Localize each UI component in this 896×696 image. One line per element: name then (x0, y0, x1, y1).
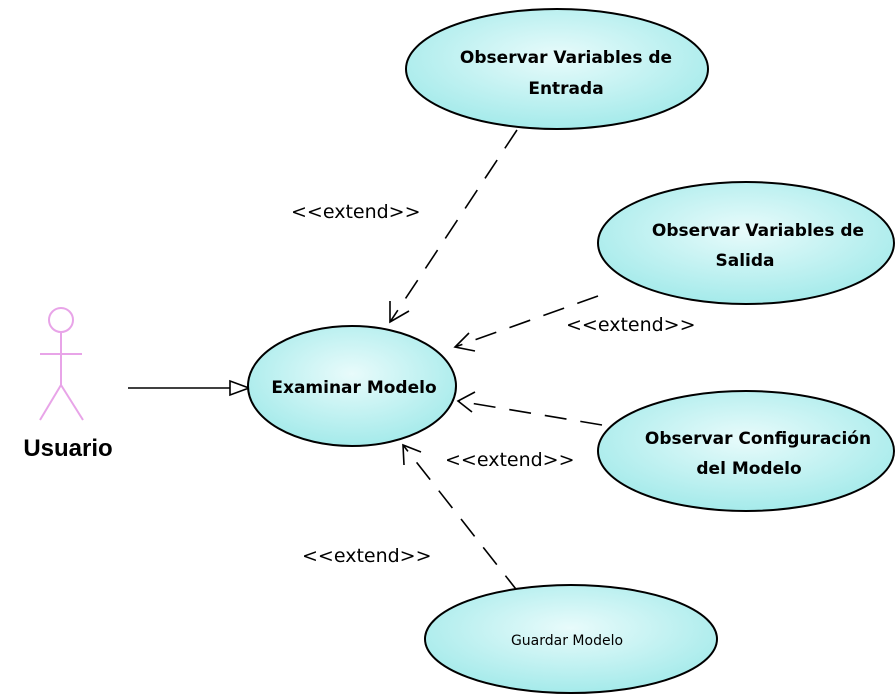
open-arrow-icon (453, 332, 476, 352)
actor-stick-figure-icon (39, 307, 84, 421)
use-case-examinar-modelo[interactable]: Examinar Modelo (247, 325, 457, 447)
use-case-label-line2: Entrada (528, 79, 603, 99)
extend-label-guardar: <<extend>> (302, 545, 432, 567)
extend-label-salida: <<extend>> (566, 314, 696, 336)
hollow-triangle-arrow-icon (229, 379, 252, 397)
use-case-label-line1: Observar Variables de (652, 221, 864, 241)
use-case-observar-variables-entrada[interactable]: Observar Variables de Entrada (405, 8, 709, 130)
extend-relation-config[interactable]: <<extend>> (445, 391, 603, 471)
use-case-observar-configuracion[interactable]: Observar Configuración del Modelo (597, 390, 895, 512)
extend-relation-salida[interactable]: <<extend>> (453, 295, 696, 352)
extend-relation-guardar[interactable]: <<extend>> (302, 443, 520, 594)
actor-label: Usuario (23, 435, 112, 462)
use-case-label-line2: Salida (715, 251, 774, 271)
extend-relation-entrada[interactable]: <<extend>> (291, 129, 518, 324)
use-case-label-line1: Observar Variables de (460, 48, 672, 68)
association-actor-examinar[interactable] (128, 379, 252, 397)
actor-usuario[interactable]: Usuario (23, 307, 113, 462)
use-case-observar-variables-salida[interactable]: Observar Variables de Salida (597, 181, 895, 305)
use-case-label: Guardar Modelo (511, 633, 623, 649)
open-arrow-icon (389, 301, 410, 324)
use-case-label-line1: Observar Configuración (645, 429, 871, 449)
extend-label-entrada: <<extend>> (291, 201, 421, 223)
extend-label-config: <<extend>> (445, 449, 575, 471)
use-case-label-line2: del Modelo (696, 459, 801, 479)
open-arrow-icon (402, 443, 422, 466)
use-case-guardar-modelo[interactable]: Guardar Modelo (424, 584, 718, 694)
use-case-label: Examinar Modelo (271, 378, 436, 398)
open-arrow-icon (456, 391, 476, 413)
